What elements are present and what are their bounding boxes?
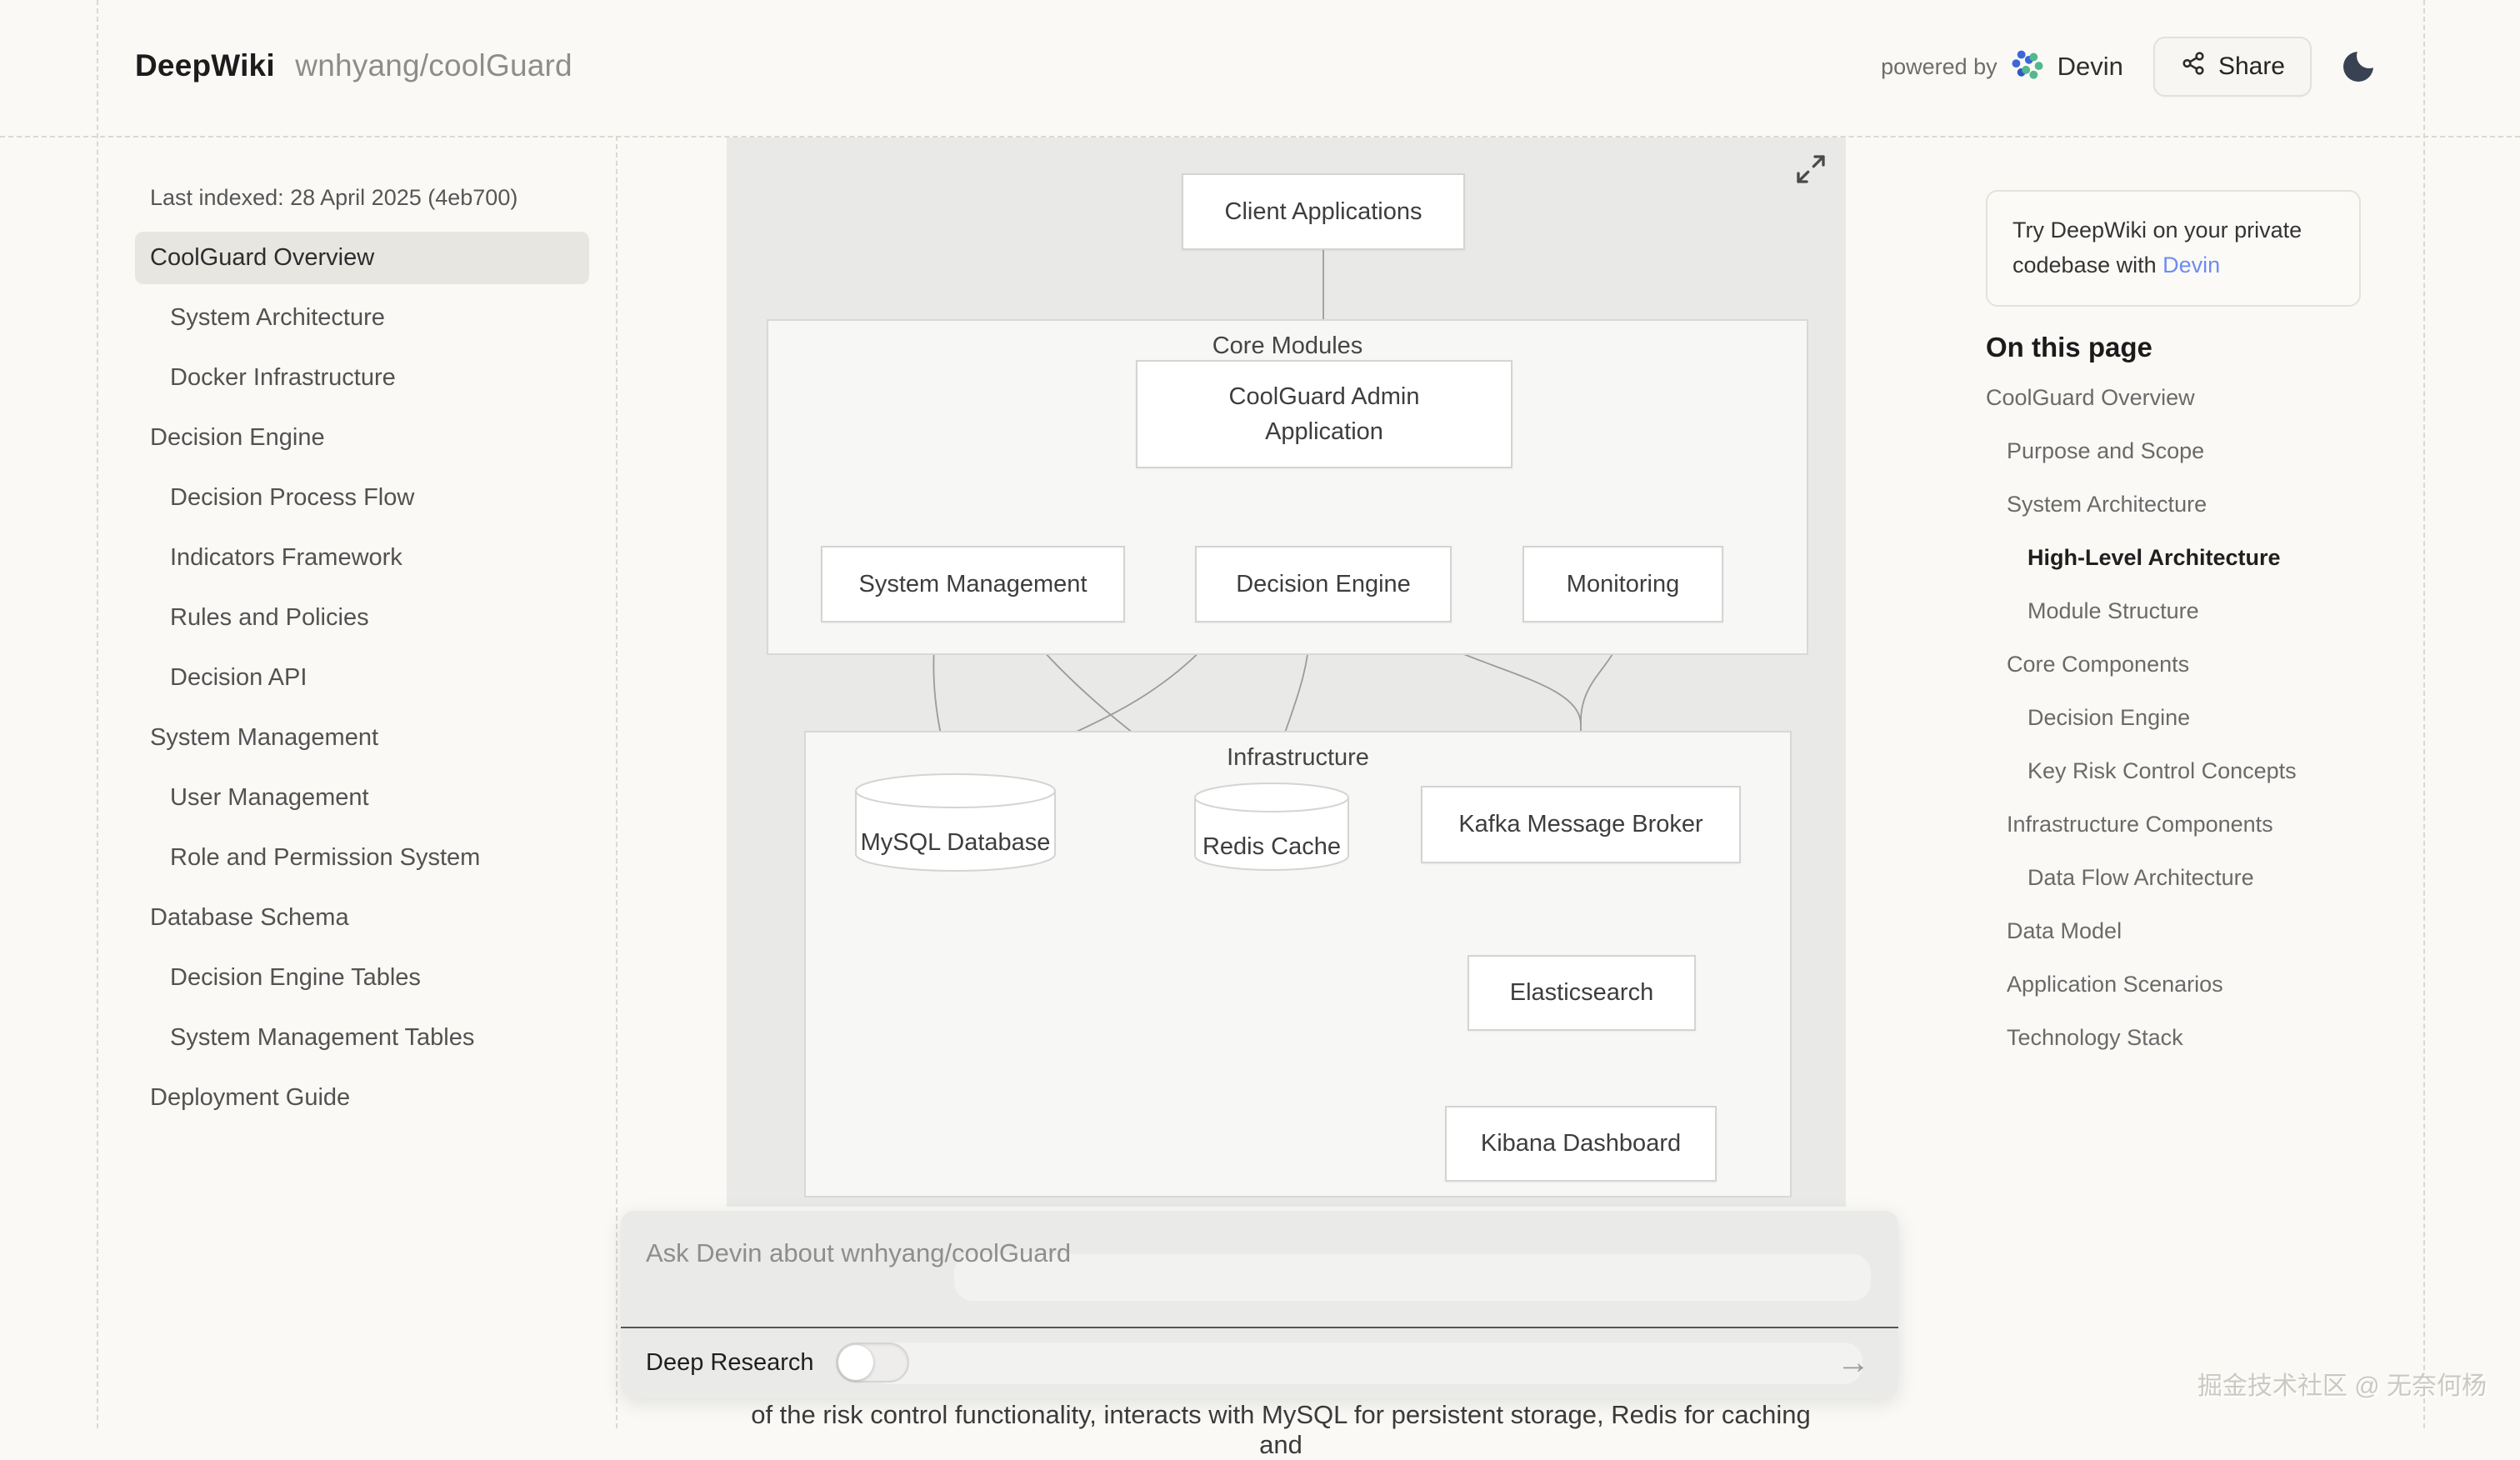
share-icon	[2180, 50, 2207, 83]
promo-text: Try DeepWiki on your private codebase wi…	[2012, 218, 2302, 278]
node-kafka-message-broker: Kafka Message Broker	[1421, 786, 1741, 863]
toc-system-architecture[interactable]: System Architecture	[2007, 491, 2208, 517]
node-mysql-database: MySQL Database	[854, 772, 1057, 874]
architecture-diagram: Core Modules Infrastructure Client Appli…	[727, 138, 1846, 1207]
table-of-contents: CoolGuard Overview Purpose and Scope Sys…	[1986, 377, 2386, 1070]
clipped-body-text: of the risk control functionality, inter…	[751, 1400, 1811, 1459]
powered-by-devin[interactable]: powered by Devin	[1881, 47, 2123, 88]
dark-mode-toggle[interactable]	[2342, 43, 2382, 85]
sidebar-item-decision-engine[interactable]: Decision Engine	[150, 424, 325, 451]
sidebar-item-indicators-framework[interactable]: Indicators Framework	[170, 544, 402, 571]
toc-data-model[interactable]: Data Model	[2007, 918, 2122, 943]
sidebar-item-database-schema[interactable]: Database Schema	[150, 904, 349, 931]
sidebar-item-decision-engine-tables[interactable]: Decision Engine Tables	[170, 964, 421, 991]
devin-brand-label: Devin	[2057, 52, 2123, 81]
ask-devin-panel: Deep Research →	[621, 1211, 1898, 1398]
sidebar-item-deployment-guide[interactable]: Deployment Guide	[150, 1084, 351, 1111]
repo-name: wnhyang/coolGuard	[295, 48, 572, 82]
on-this-page-heading: On this page	[1986, 332, 2152, 362]
header: DeepWiki wnhyang/coolGuard powered by De…	[0, 0, 2520, 136]
redis-label: Redis Cache	[1202, 832, 1342, 860]
sidebar-nav: Last indexed: 28 April 2025 (4eb700) Coo…	[135, 185, 589, 1132]
sidebar-dashed-divider	[616, 136, 618, 1428]
sidebar-item-user-management[interactable]: User Management	[170, 784, 369, 811]
toc-infrastructure-components[interactable]: Infrastructure Components	[2007, 811, 2273, 837]
toggle-knob	[838, 1345, 873, 1380]
sidebar-item-role-permission[interactable]: Role and Permission System	[170, 844, 481, 871]
sidebar-item-system-management-tables[interactable]: System Management Tables	[170, 1024, 475, 1051]
sidebar-item-decision-process-flow[interactable]: Decision Process Flow	[170, 484, 415, 511]
core-modules-label: Core Modules	[1212, 332, 1363, 359]
send-arrow-button[interactable]: →	[1837, 1344, 1870, 1381]
toc-data-flow-architecture[interactable]: Data Flow Architecture	[2028, 864, 2254, 890]
breadcrumb: DeepWiki wnhyang/coolGuard	[135, 48, 572, 83]
mysql-label: MySQL Database	[860, 829, 1051, 857]
deep-research-toggle[interactable]	[835, 1342, 909, 1382]
sidebar-item-decision-api[interactable]: Decision API	[170, 664, 308, 691]
app-title[interactable]: DeepWiki	[135, 48, 275, 82]
last-indexed-label: Last indexed: 28 April 2025 (4eb700)	[150, 185, 518, 210]
sidebar-item-docker-infrastructure[interactable]: Docker Infrastructure	[170, 364, 396, 391]
toc-core-components[interactable]: Core Components	[2007, 651, 2190, 677]
header-dashed-divider	[0, 136, 2520, 138]
sidebar-item-rules-and-policies[interactable]: Rules and Policies	[170, 604, 369, 631]
ask-devin-input[interactable]	[646, 1226, 1862, 1281]
toc-purpose-and-scope[interactable]: Purpose and Scope	[2007, 438, 2205, 463]
node-kibana-dashboard: Kibana Dashboard	[1445, 1106, 1717, 1182]
ask-panel-divider	[621, 1327, 1898, 1328]
devin-promo-card: Try DeepWiki on your private codebase wi…	[1986, 190, 2361, 307]
infrastructure-label: Infrastructure	[1227, 744, 1369, 771]
right-dashed-divider	[2423, 0, 2425, 1428]
powered-by-label: powered by	[1881, 53, 1998, 79]
toc-module-structure[interactable]: Module Structure	[2028, 598, 2199, 623]
left-dashed-divider	[97, 0, 98, 1428]
sidebar-item-system-architecture[interactable]: System Architecture	[170, 304, 385, 331]
toc-decision-engine[interactable]: Decision Engine	[2028, 704, 2191, 730]
toc-application-scenarios[interactable]: Application Scenarios	[2007, 971, 2223, 997]
node-elasticsearch: Elasticsearch	[1468, 955, 1696, 1031]
devin-logo-icon	[2009, 47, 2046, 88]
node-client-applications: Client Applications	[1182, 173, 1465, 250]
sidebar-item-coolguard-overview[interactable]: CoolGuard Overview	[135, 232, 589, 284]
node-redis-cache: Redis Cache	[1193, 781, 1350, 874]
node-monitoring: Monitoring	[1522, 546, 1723, 622]
sidebar-item-system-management[interactable]: System Management	[150, 724, 379, 751]
node-coolguard-admin-application: CoolGuard Admin Application	[1136, 360, 1512, 468]
share-button[interactable]: Share	[2152, 37, 2312, 97]
node-decision-engine: Decision Engine	[1195, 546, 1452, 622]
toc-technology-stack[interactable]: Technology Stack	[2007, 1024, 2183, 1050]
fullscreen-expand-button[interactable]	[1794, 152, 1828, 186]
deep-research-label: Deep Research	[646, 1348, 814, 1376]
toc-key-risk-control-concepts[interactable]: Key Risk Control Concepts	[2028, 758, 2297, 783]
node-system-management: System Management	[821, 546, 1125, 622]
watermark: 掘金技术社区 @ 无奈何杨	[2197, 1372, 2487, 1400]
toc-coolguard-overview[interactable]: CoolGuard Overview	[1986, 384, 2195, 410]
share-label: Share	[2218, 52, 2285, 80]
promo-devin-link[interactable]: Devin	[2162, 252, 2221, 278]
toc-high-level-architecture[interactable]: High-Level Architecture	[2028, 544, 2281, 570]
